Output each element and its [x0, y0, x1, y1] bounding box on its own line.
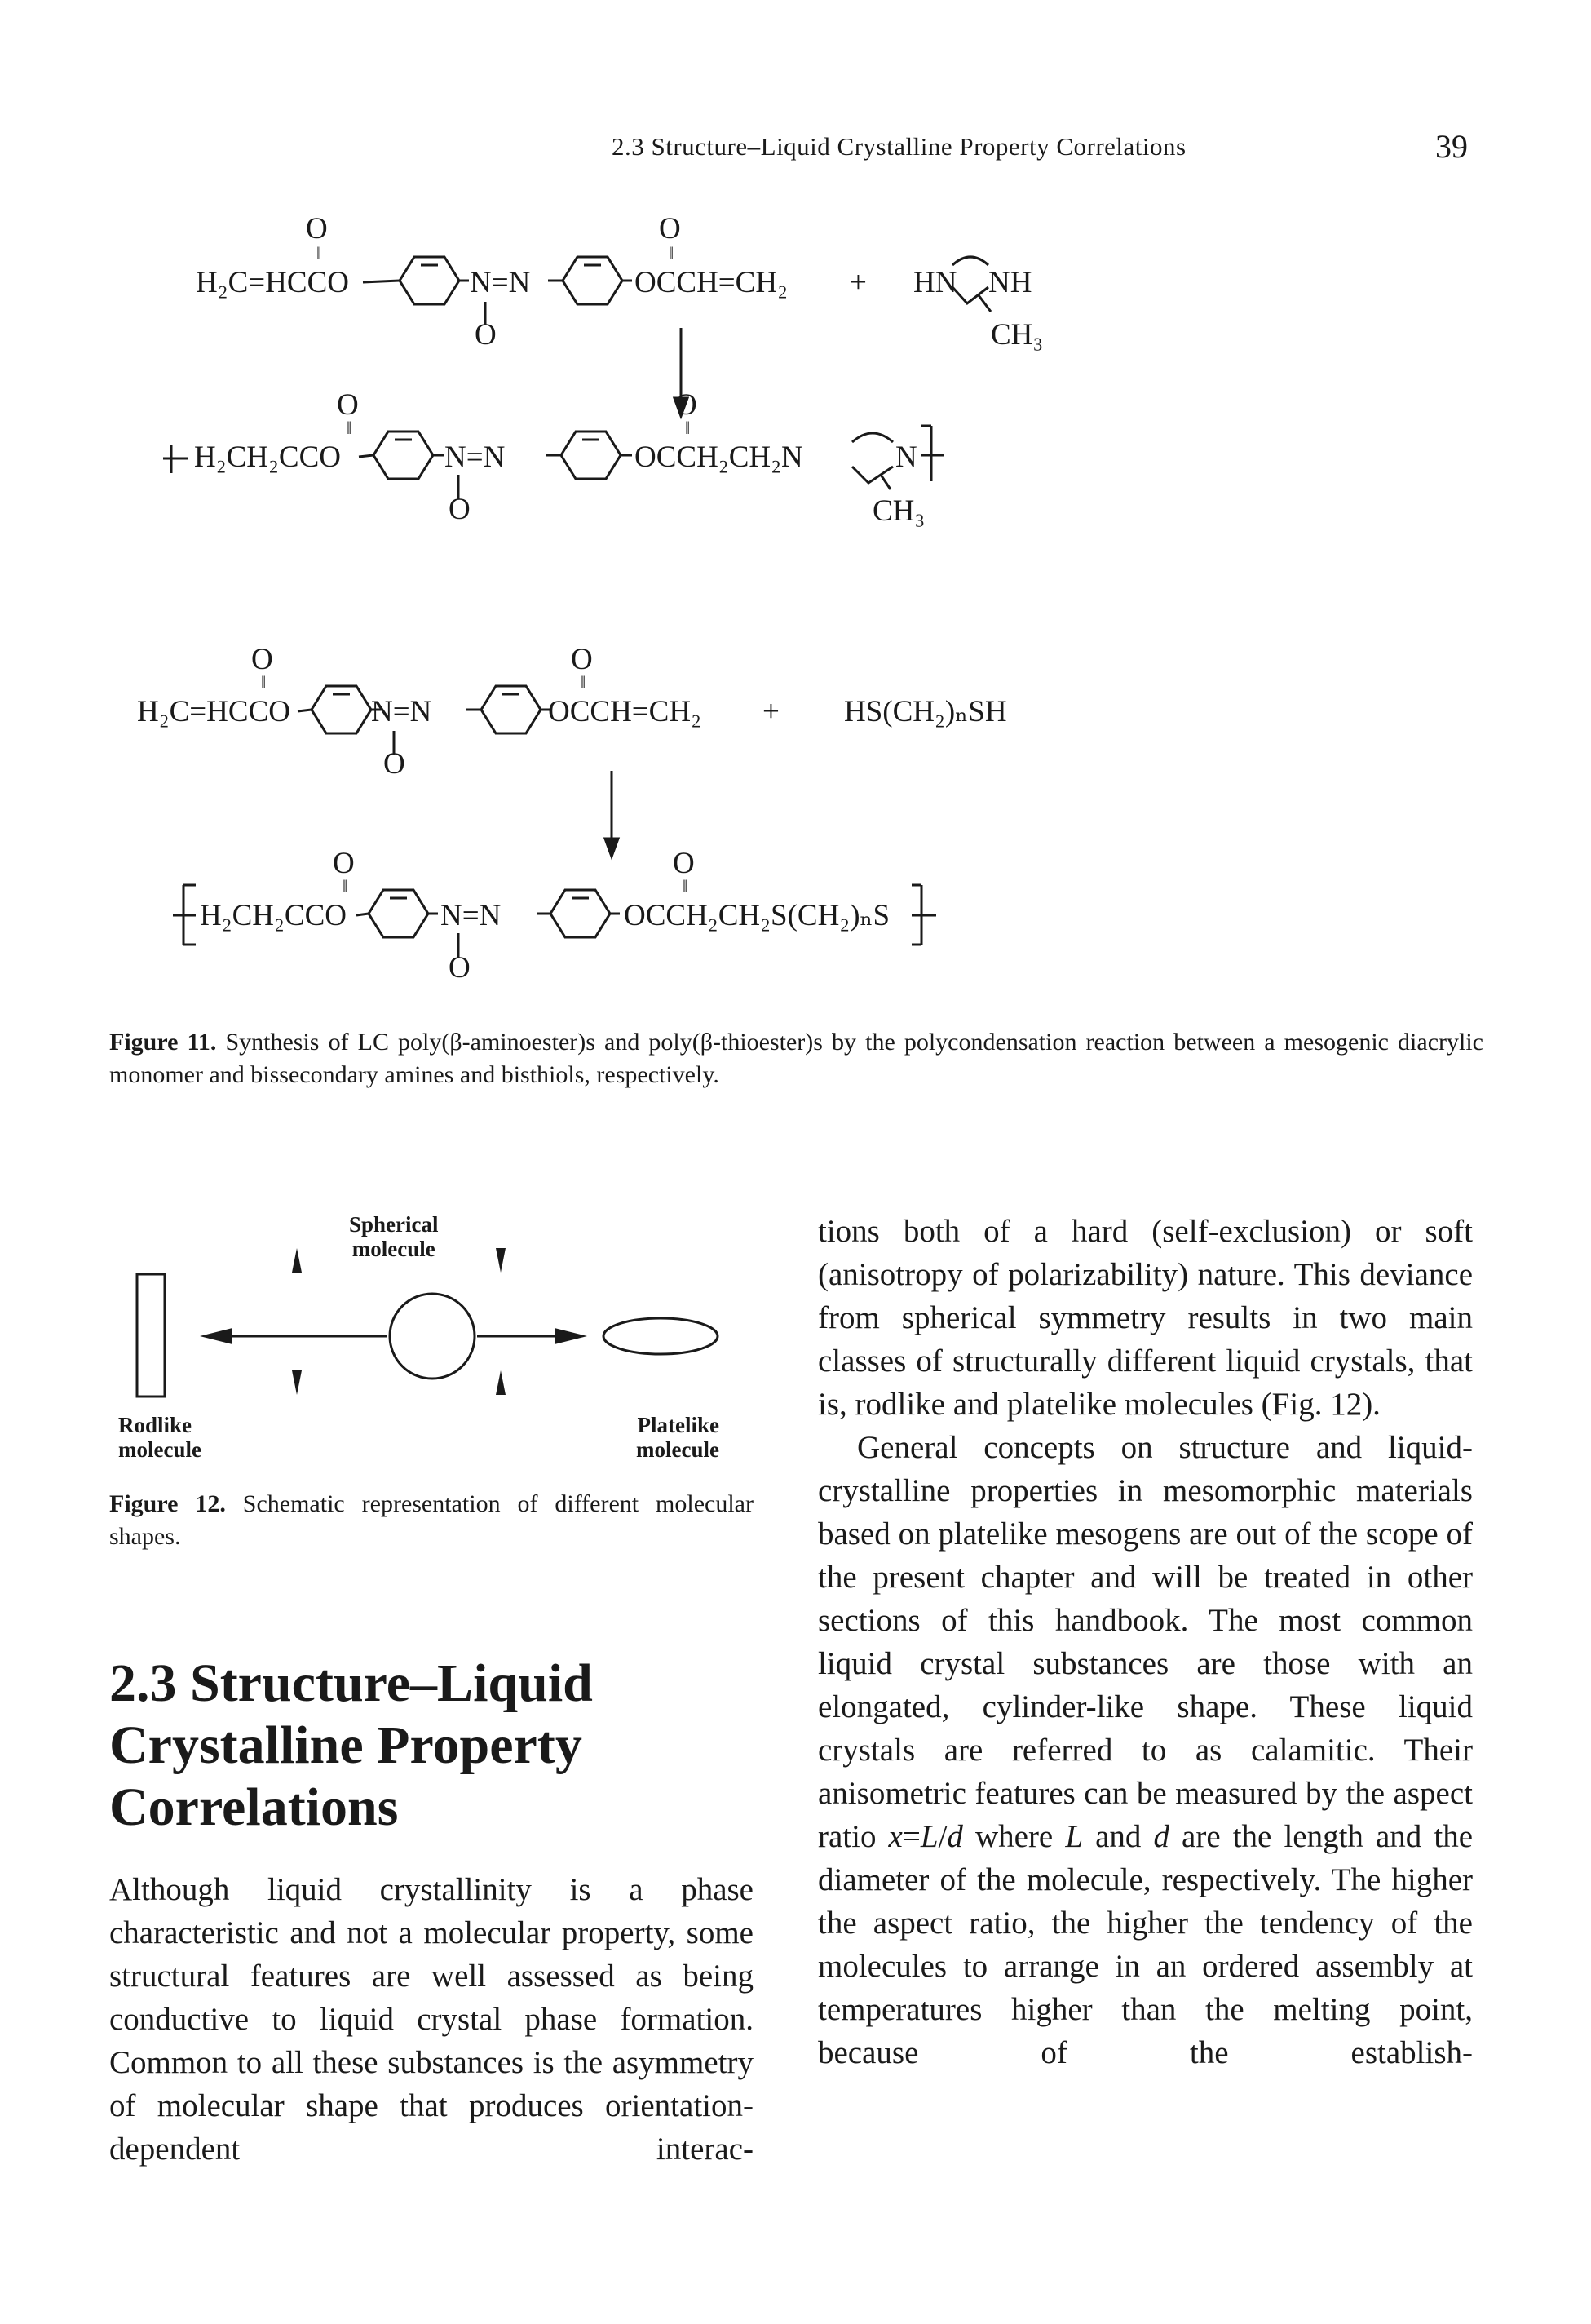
platelike-label: Platelike molecule [636, 1413, 719, 1462]
amine-methyl: CH₃ [991, 318, 1044, 352]
azoxy-oxygen: O [383, 747, 405, 781]
figure-11-label: Figure 11. [109, 1029, 217, 1056]
double-bond-mark: ‖ [343, 876, 348, 896]
carbonyl-o-left: O [251, 643, 273, 676]
page-number: 39 [1435, 128, 1468, 165]
right-column-text: tions both of a hard (self-exclusion) or… [818, 1210, 1473, 2074]
polymer-thioester-group: OCCH₂CH₂S(CH₂)ₙS [624, 899, 891, 932]
up-arrow-right [496, 1370, 506, 1395]
polymer-azoxy-oxygen: O [449, 493, 471, 526]
polymer-left-group: H₂CH₂CCO [200, 899, 347, 932]
plus-sign: + [762, 695, 780, 728]
figure-12-caption-text: Schematic representation of different mo… [109, 1490, 754, 1550]
paragraph-shapes: tions both of a hard (self-exclusion) or… [818, 1214, 1473, 1422]
platelike-shape [602, 1317, 719, 1356]
down-arrow-right [496, 1248, 506, 1273]
double-bond-mark: ‖ [669, 243, 674, 263]
polymer-azoxy-oxygen: O [449, 951, 471, 985]
amine-nh: NH [988, 266, 1032, 299]
rodlike-label: Rodlike molecule [118, 1413, 201, 1462]
polymer-azo-group: N=N [444, 440, 506, 474]
monomer-right-group: OCCH=CH₂ [548, 695, 701, 728]
polymer-carbonyl-o-right: O [673, 847, 695, 880]
carbonyl-o-left: O [306, 212, 328, 246]
polymer-piperazine-n: N [895, 440, 917, 474]
figure-11-caption-text: Synthesis of LC poly(β-aminoester)s and … [109, 1029, 1483, 1088]
scheme-thiol-bonds [173, 684, 936, 958]
left-column-text: Although liquid crystallinity is a phase… [109, 1868, 754, 2171]
dithiol: HS(CH₂)ₙSH [844, 695, 1007, 728]
monomer-left-group: H₂C=HCCO [196, 266, 349, 299]
down-arrow-left [292, 1370, 302, 1395]
azoxy-oxygen: O [475, 318, 497, 352]
azo-group: N=N [371, 695, 432, 728]
double-bond-mark: ‖ [261, 672, 267, 693]
figure-12-caption: Figure 12. Schematic representation of d… [109, 1488, 754, 1553]
figure-12-label: Figure 12. [109, 1490, 226, 1517]
polymer-left-group: H₂CH₂CCO [194, 440, 341, 474]
amine-hn: HN [913, 266, 957, 299]
section-heading: 2.3 Structure–Liquid Crystalline Propert… [109, 1653, 593, 1837]
spherical-shape [388, 1292, 476, 1380]
figure-12: Spherical molecule Rodlike molecule Plat… [0, 1199, 783, 1542]
carbonyl-o-right: O [659, 212, 681, 246]
azo-group: N=N [470, 266, 531, 299]
running-header-title: 2.3 Structure–Liquid Crystalline Propert… [612, 132, 1187, 161]
left-arrowhead [200, 1328, 232, 1344]
carbonyl-o-right: O [571, 643, 593, 676]
polymer-carbonyl-o-left: O [337, 388, 359, 422]
figure-11-caption: Figure 11. Synthesis of LC poly(β-aminoe… [109, 1026, 1483, 1091]
paragraph-intro: Although liquid crystallinity is a phase… [109, 1872, 754, 2167]
plus-sign: + [850, 266, 867, 299]
scheme-amine-bonds [163, 255, 992, 499]
scheme-thiol: O ‖ O ‖ H₂C=HCCO [0, 636, 1591, 1011]
scheme-amine: O ‖ O ‖ H₂C=HCCO [0, 0, 1591, 571]
polymer-azo-group: N=N [440, 899, 502, 932]
double-bond-mark: ‖ [685, 418, 691, 438]
spherical-label: Spherical molecule [349, 1212, 439, 1261]
double-bond-mark: ‖ [683, 876, 688, 896]
paragraph-calamitic: General concepts on structure and liquid… [818, 1430, 1474, 2070]
monomer-left-group: H₂C=HCCO [137, 695, 290, 728]
polymer-methyl: CH₃ [873, 494, 926, 528]
polymer-carbonyl-o-left: O [333, 847, 355, 880]
polymer-right-group: OCCH₂CH₂N [634, 440, 803, 474]
right-arrowhead [555, 1328, 587, 1344]
up-arrow-left [292, 1248, 302, 1273]
monomer-right-group: OCCH=CH₂ [634, 266, 788, 299]
molecular-shapes-diagram [135, 1248, 719, 1398]
double-bond-mark: ‖ [347, 418, 352, 438]
polymer-carbonyl-o-right: O [675, 388, 697, 422]
double-bond-mark: ‖ [316, 243, 322, 263]
double-bond-mark: ‖ [581, 672, 586, 693]
rodlike-shape [135, 1273, 166, 1398]
